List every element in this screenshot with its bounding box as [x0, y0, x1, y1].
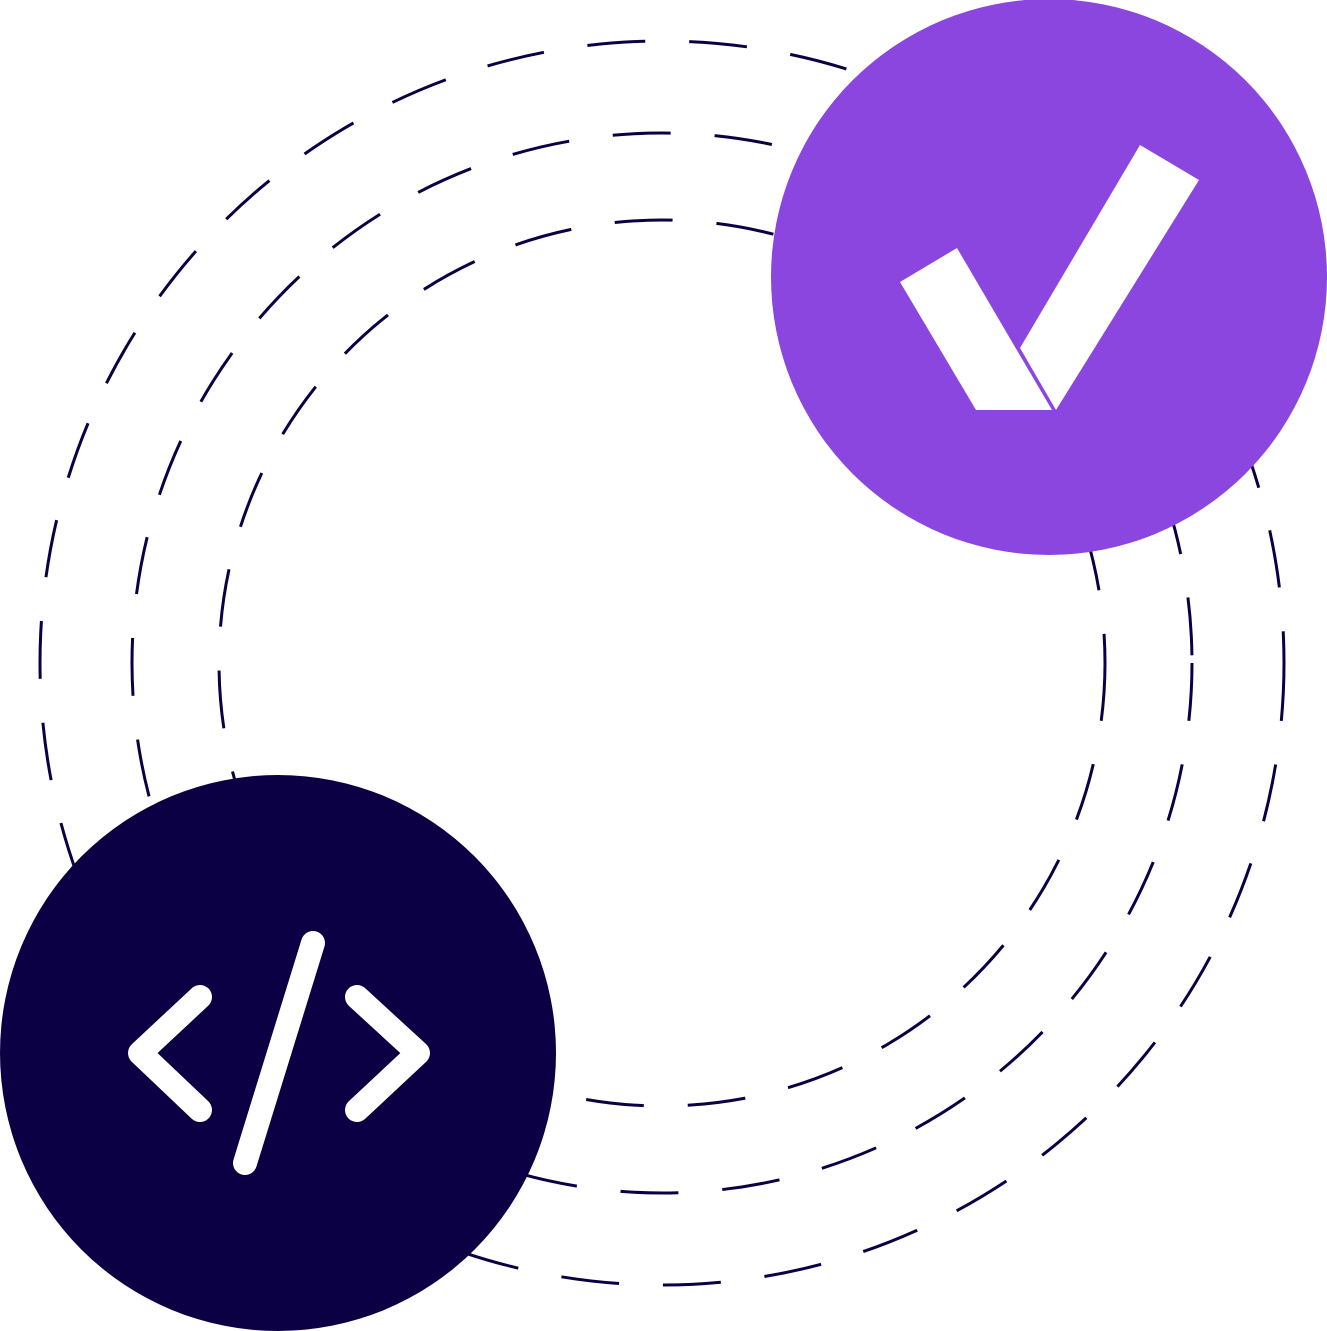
check-badge — [771, 0, 1327, 555]
checkmark-short-stroke — [900, 248, 1052, 410]
left-angle-bracket — [128, 985, 212, 1122]
middle-dashed-ring — [130, 131, 1194, 1195]
right-angle-bracket — [345, 985, 430, 1122]
inner-dashed-ring — [217, 218, 1107, 1108]
dashed-rings — [38, 39, 1286, 1287]
checkmark-icon — [900, 145, 1199, 410]
checkmark-long-stroke — [1020, 145, 1199, 410]
code-brackets-icon — [128, 931, 430, 1175]
check-badge-circle — [771, 0, 1327, 555]
slash — [233, 931, 325, 1175]
code-badge — [0, 775, 556, 1331]
outer-dashed-ring — [38, 39, 1286, 1287]
